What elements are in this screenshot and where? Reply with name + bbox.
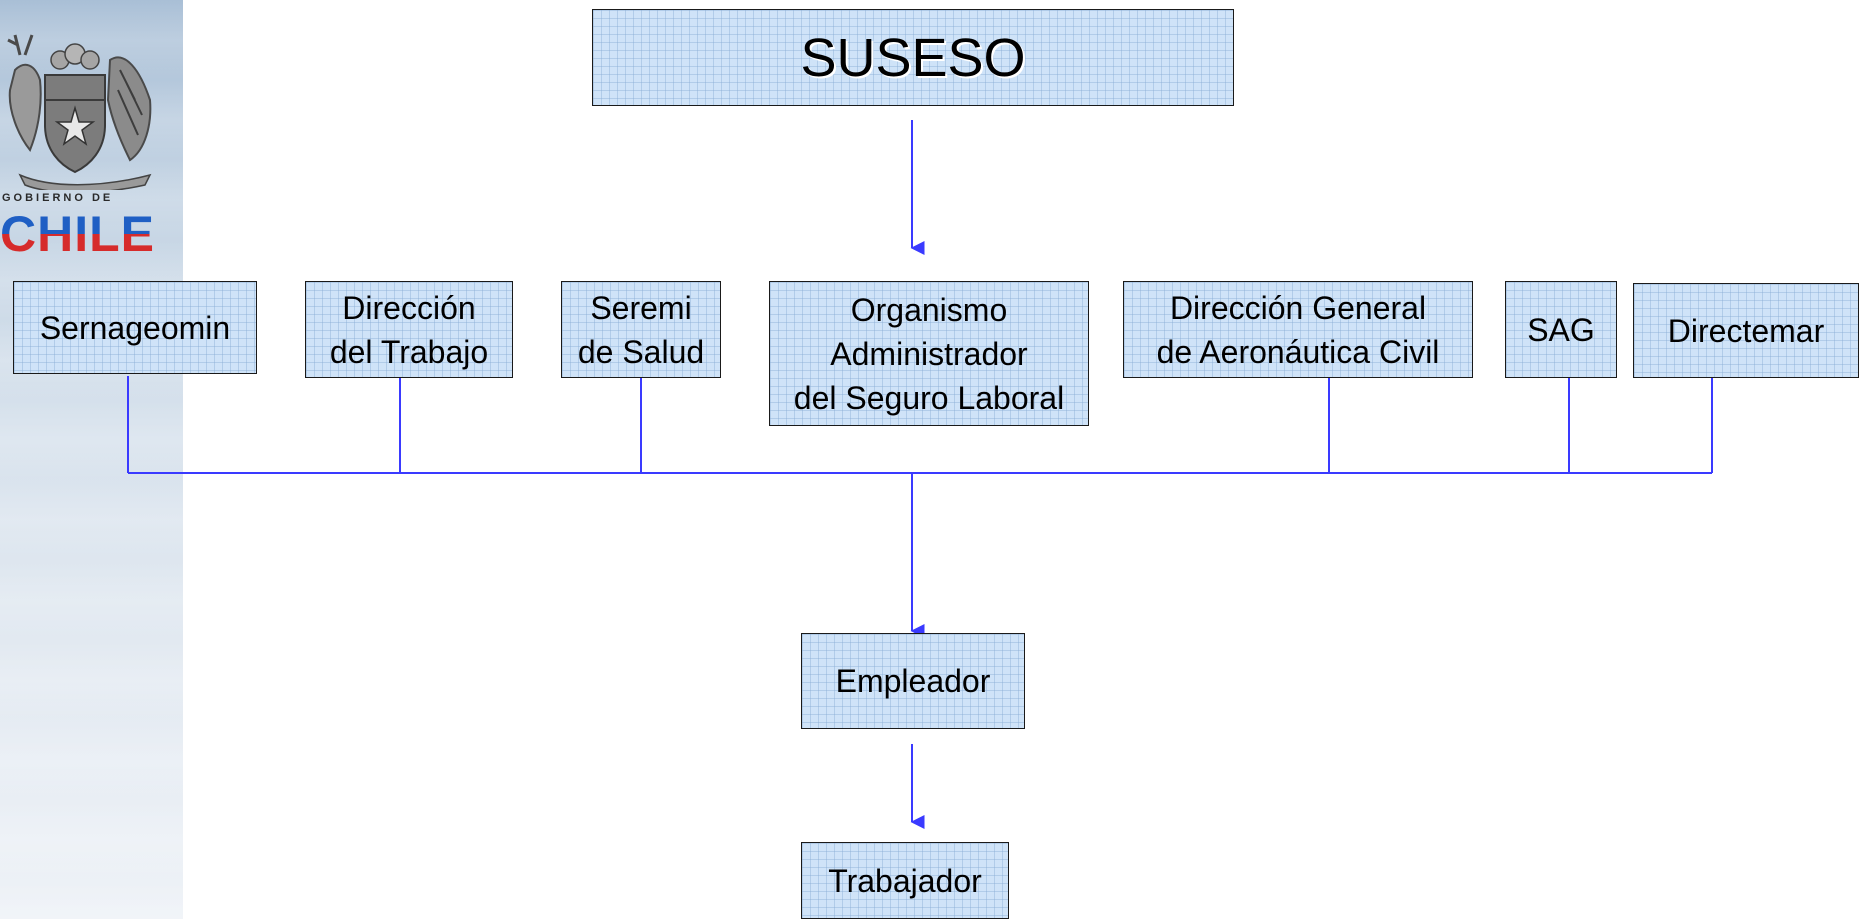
- direccion-general-label: Dirección General de Aeronáutica Civil: [1156, 289, 1440, 370]
- direccion-trabajo-label: Dirección del Trabajo: [329, 289, 489, 370]
- gobierno-de-chile-logo: GOBIERNO DE CHILE: [0, 30, 183, 270]
- trabajador-label: Trabajador: [828, 862, 982, 899]
- seremi-salud-box: Seremi de Salud: [561, 281, 721, 378]
- coat-of-arms-icon: [7, 34, 152, 190]
- organismo-administrador-label: Organismo Administrador del Seguro Labor…: [793, 291, 1065, 416]
- directemar-box: Directemar: [1633, 283, 1859, 378]
- suseso-label: SUSESO: [800, 27, 1026, 88]
- suseso-box: SUSESO: [592, 9, 1234, 106]
- sernageomin-label: Sernageomin: [39, 309, 231, 346]
- direccion-general-box: Dirección General de Aeronáutica Civil: [1123, 281, 1473, 378]
- direccion-trabajo-box: Dirección del Trabajo: [305, 281, 513, 378]
- sernageomin-box: Sernageomin: [13, 281, 257, 374]
- sag-box: SAG: [1505, 281, 1617, 378]
- sag-label: SAG: [1527, 311, 1595, 348]
- empleador-label: Empleador: [835, 663, 991, 699]
- directemar-label: Directemar: [1667, 312, 1825, 349]
- organismo-administrador-box: Organismo Administrador del Seguro Labor…: [769, 281, 1089, 426]
- trabajador-box: Trabajador: [801, 842, 1009, 919]
- logo-gobierno-de-text: GOBIERNO DE: [2, 192, 114, 204]
- empleador-box: Empleador: [801, 633, 1025, 729]
- logo-chile-text: CHILE: [0, 206, 155, 262]
- seremi-salud-label: Seremi de Salud: [577, 289, 705, 370]
